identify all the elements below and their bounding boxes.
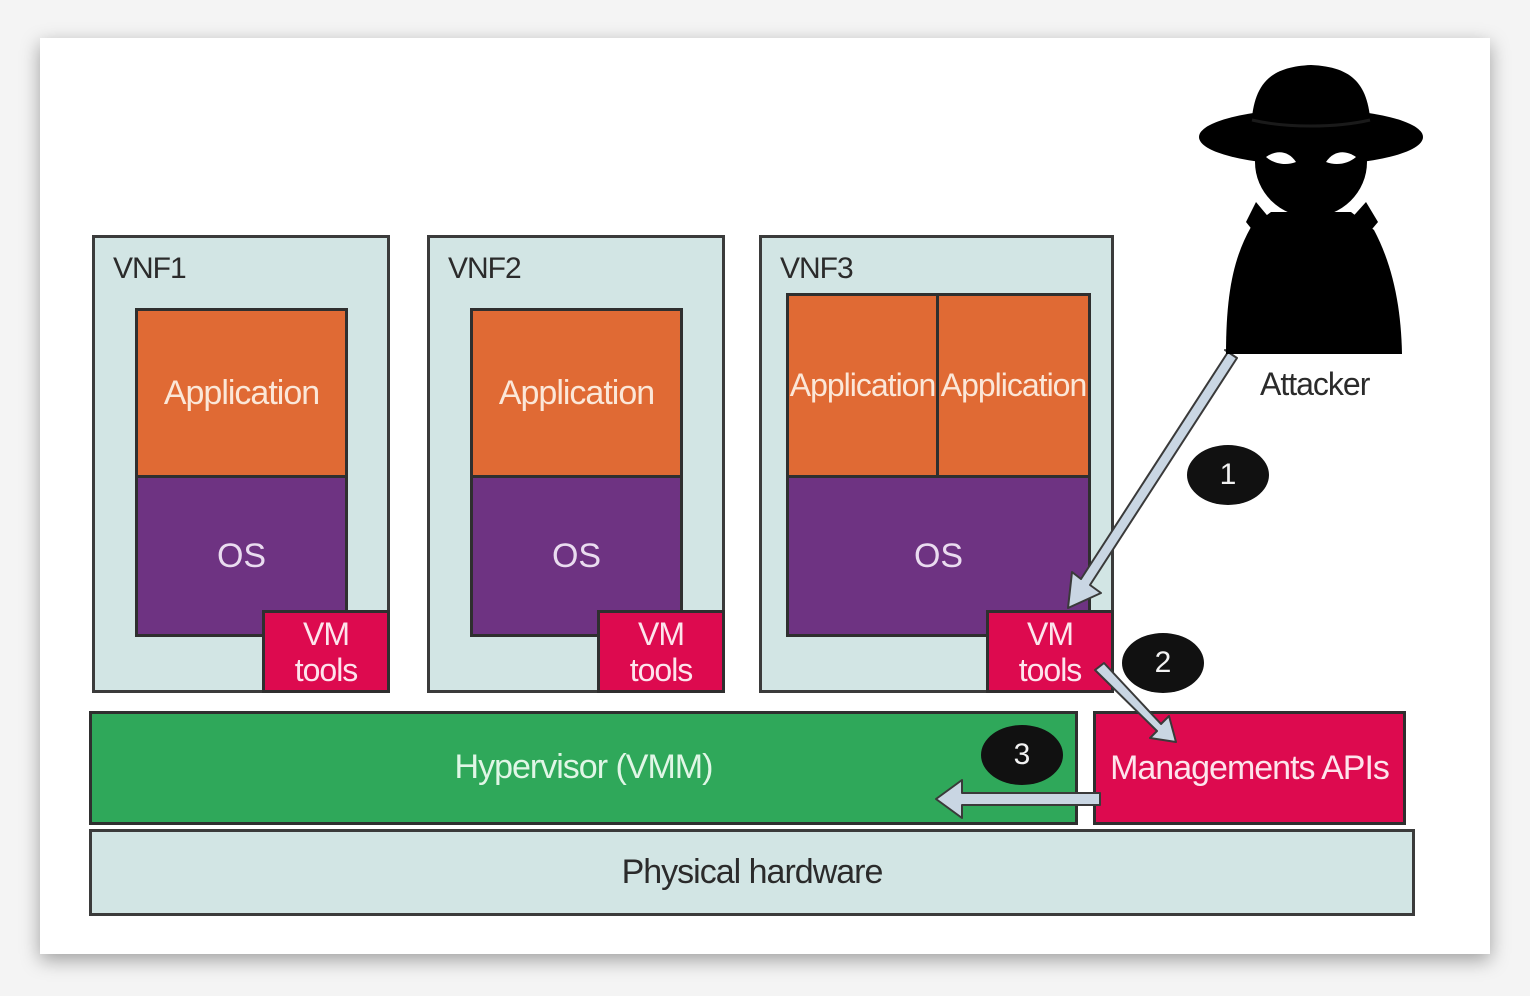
vnf2-label: VNF2	[448, 252, 522, 285]
vm-tools-line2: tools	[294, 651, 359, 688]
vnf3-vm-tools: VM tools	[986, 610, 1114, 693]
vm-tools-line2: tools	[1018, 651, 1083, 688]
attacker-label: Attacker	[1260, 366, 1370, 402]
vnf1-vm-tools: VM tools	[262, 610, 390, 693]
physical-hardware-layer: Physical hardware	[89, 829, 1415, 916]
vm-tools-line1: VM	[1027, 615, 1074, 652]
vnf2-application: Application	[470, 308, 683, 478]
vm-tools-line1: VM	[638, 615, 685, 652]
hypervisor-layer: Hypervisor (VMM)	[89, 711, 1078, 825]
step-1-badge: 1	[1187, 445, 1269, 505]
vnf1-label: VNF1	[113, 252, 187, 285]
arrow-3	[935, 779, 1101, 819]
vm-tools-line1: VM	[303, 615, 350, 652]
vnf1-application: Application	[135, 308, 348, 478]
step-3-badge: 3	[981, 725, 1063, 785]
arrow-2	[1094, 662, 1177, 743]
vnf3-os: OS	[786, 475, 1091, 637]
vnf3-application-1: Application	[786, 293, 939, 478]
step-2-badge: 2	[1122, 633, 1204, 693]
management-apis-box: Managements APIs	[1093, 711, 1406, 825]
vnf3-application-2: Application	[936, 293, 1091, 478]
arrow-1	[1067, 349, 1238, 609]
vnf2-vm-tools: VM tools	[597, 610, 725, 693]
vm-tools-line2: tools	[629, 651, 694, 688]
spy-icon	[1199, 65, 1423, 354]
vnf3-label: VNF3	[780, 252, 854, 285]
